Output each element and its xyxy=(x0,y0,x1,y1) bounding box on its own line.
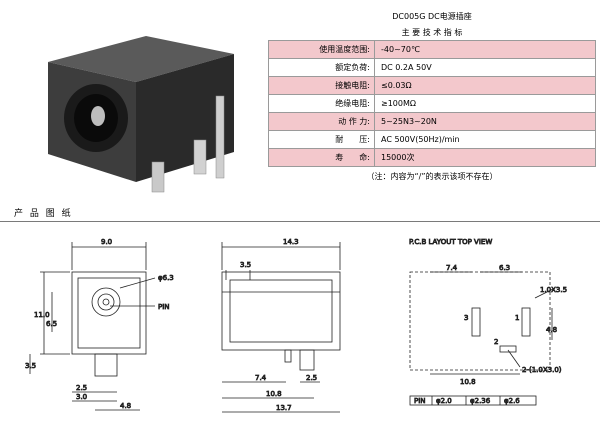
pcb-dim-a: 7.4 xyxy=(446,264,458,272)
spec-value: ≤0.03Ω xyxy=(374,76,596,95)
technical-drawings: 9.0 φ6.3 PIN 11.0 6.5 3.5 2.5 3.0 4.8 14… xyxy=(25,238,567,413)
front-dim-width: 9.0 xyxy=(101,238,112,246)
spec-value: -40~70℃ xyxy=(374,40,596,59)
front-view-drawing xyxy=(29,242,156,411)
spec-row: 寿 命:15000次 xyxy=(268,148,596,167)
spec-row: 接触电阻:≤0.03Ω xyxy=(268,76,596,95)
spec-row: 动 作 力:5~25N3~20N xyxy=(268,112,596,131)
spec-subtitle: 主 要 技 术 指 标 xyxy=(401,27,463,37)
pcb-pin-table-r1: φ2.0 xyxy=(436,397,452,405)
side-view-drawing xyxy=(221,242,341,413)
spec-value: 15000次 xyxy=(374,148,596,167)
pcb-dim-e: 10.8 xyxy=(460,378,476,386)
pcb-dim-f: 2-(1.0X3.0) xyxy=(522,366,562,374)
front-dim-a: 2.5 xyxy=(76,384,87,392)
pcb-pin-3: 3 xyxy=(464,314,468,322)
spec-label: 寿 命: xyxy=(268,148,375,167)
spec-table: DC005G DC电源插座 主 要 技 术 指 标 使用温度范围:-40~70℃… xyxy=(268,8,596,185)
spec-value: 5~25N3~20N xyxy=(374,112,596,131)
spec-value: ≥100MΩ xyxy=(374,94,596,113)
spec-label: 动 作 力: xyxy=(268,112,375,131)
spec-title: DC005G DC电源插座 xyxy=(392,11,472,21)
pcb-dim-c: 1.0X3.5 xyxy=(540,286,567,294)
spec-label: 耐 压: xyxy=(268,130,375,149)
spec-row: 耐 压:AC 500V(50Hz)/min xyxy=(268,130,596,149)
pcb-title: P.C.B LAYOUT TOP VIEW xyxy=(409,238,492,246)
pcb-dim-d: 4.8 xyxy=(546,326,557,334)
side-dim-c: 10.8 xyxy=(266,390,282,398)
side-dim-top: 3.5 xyxy=(240,261,251,269)
product-photo xyxy=(48,36,234,193)
pcb-pin-table-r3: φ2.6 xyxy=(504,397,520,405)
front-dim-b: 3.0 xyxy=(76,393,87,401)
front-pin-label: PIN xyxy=(158,303,170,311)
spec-value: DC 0.2A 50V xyxy=(374,58,596,77)
front-dim-bottom: 3.5 xyxy=(25,362,36,370)
front-dim-c: 4.8 xyxy=(120,402,131,410)
side-dim-d: 13.7 xyxy=(276,404,292,412)
spec-label: 使用温度范围: xyxy=(268,40,375,59)
pcb-pin-1: 1 xyxy=(515,314,519,322)
front-dim-diameter: φ6.3 xyxy=(158,274,174,282)
pcb-dim-b: 6.3 xyxy=(499,264,510,272)
front-dim-height: 11.0 xyxy=(34,311,50,319)
spec-note: （注：内容为“/”的表示该项不存在） xyxy=(366,171,498,181)
spec-row: 使用温度范围:-40~70℃ xyxy=(268,40,596,59)
pcb-layout-drawing xyxy=(409,271,556,375)
spec-label: 接触电阻: xyxy=(268,76,375,95)
front-dim-mid: 6.5 xyxy=(46,320,57,328)
pcb-pin-table-head: PIN xyxy=(414,397,426,405)
section-divider xyxy=(0,221,600,222)
spec-label: 绝缘电阻: xyxy=(268,94,375,113)
section-title: 产 品 图 纸 xyxy=(14,209,73,219)
side-dim-b: 2.5 xyxy=(306,374,317,382)
spec-row: 额定负荷:DC 0.2A 50V xyxy=(268,58,596,77)
pcb-pin-2: 2 xyxy=(494,338,498,346)
side-dim-a: 7.4 xyxy=(255,374,267,382)
spec-row: 绝缘电阻:≥100MΩ xyxy=(268,94,596,113)
spec-value: AC 500V(50Hz)/min xyxy=(374,130,596,149)
side-dim-total: 14.3 xyxy=(283,238,299,246)
pcb-pin-table-r2: φ2.36 xyxy=(470,397,491,405)
pcb-pin-table xyxy=(409,395,537,406)
spec-label: 额定负荷: xyxy=(268,58,375,77)
